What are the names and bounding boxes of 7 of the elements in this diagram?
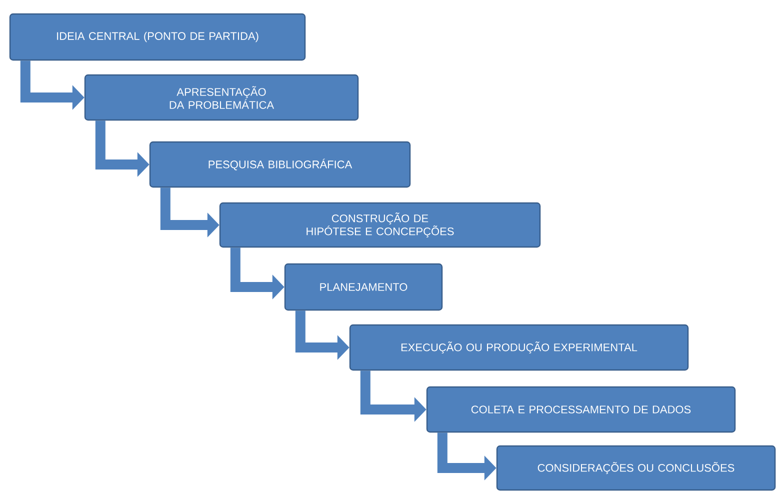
process-box: IDEIA CENTRAL (PONTO DE PARTIDA) [9,13,306,61]
process-box: EXECUÇÃO OU PRODUÇÃO EXPERIMENTAL [349,324,689,371]
process-box: PESQUISA BIBLIOGRÁFICA [149,141,411,188]
process-box: PLANEJAMENTO [284,263,443,311]
process-box: COLETA E PROCESSAMENTO DE DADOS [426,386,736,433]
process-box: CONSIDERAÇÕES OU CONCLUSÕES [496,445,776,491]
process-box: APRESENTAÇÃO DA PROBLEMÁTICA [84,74,359,121]
